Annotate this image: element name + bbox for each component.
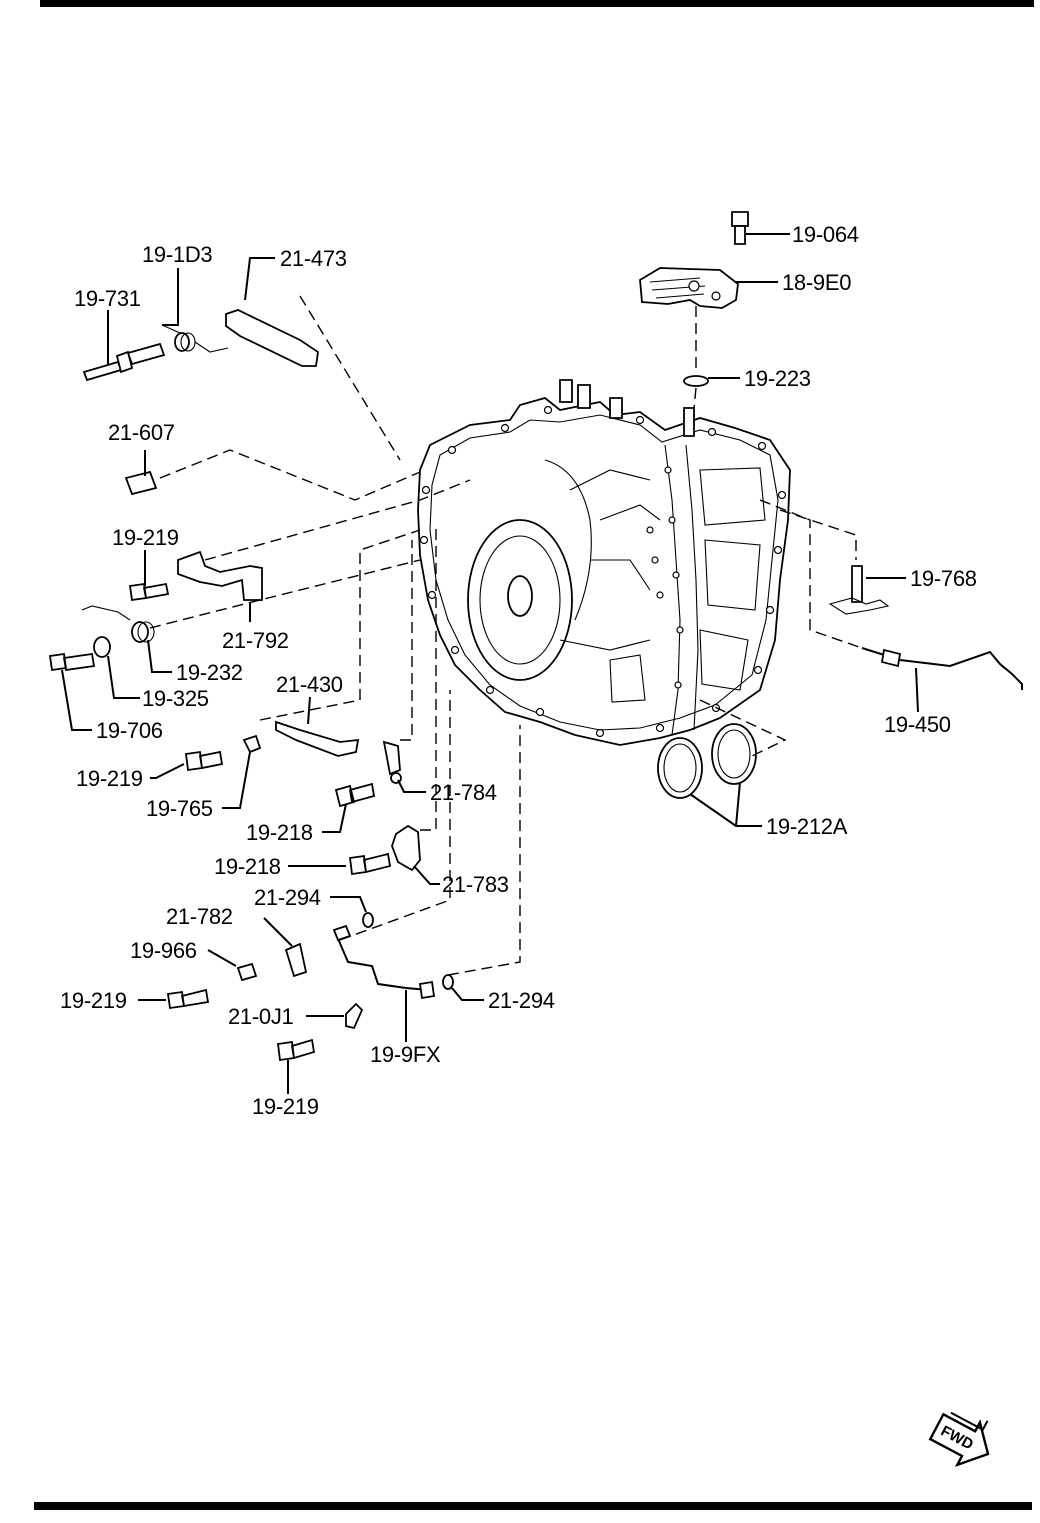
top-rule — [40, 0, 1034, 7]
label-19-232: 19-232 — [176, 660, 243, 685]
bracket-21-782 — [284, 942, 308, 978]
bolt-19-219-d — [276, 1038, 316, 1062]
bolt-19-218-b — [348, 852, 392, 876]
spring-19-232 — [81, 605, 155, 643]
assembly-guides — [149, 295, 863, 976]
pipe-19-9fx — [335, 933, 429, 991]
label-19-706: 19-706 — [96, 718, 163, 743]
label-21-430: 21-430 — [276, 672, 343, 697]
lever-21-430 — [275, 720, 360, 757]
bolt-19-219-c — [166, 988, 210, 1010]
label-19-219-c: 19-219 — [60, 988, 127, 1013]
clip-19-765 — [242, 734, 262, 754]
label-19-219-a: 19-219 — [112, 525, 179, 550]
label-21-607: 21-607 — [108, 420, 175, 445]
label-19-966: 19-966 — [130, 938, 197, 963]
label-19-1d3: 19-1D3 — [142, 242, 212, 267]
plate-21-783 — [391, 824, 421, 872]
part-labels: 19-064 18-9E0 19-223 19-1D3 21-473 19-73… — [60, 222, 977, 1119]
label-19-219-b: 19-219 — [76, 766, 143, 791]
label-19-218-b: 19-218 — [214, 854, 281, 879]
label-21-0j1: 21-0J1 — [228, 1004, 294, 1029]
label-19-731: 19-731 — [74, 286, 141, 311]
label-21-473: 21-473 — [280, 246, 347, 271]
bolt-19-218-a — [334, 782, 376, 808]
label-19-765: 19-765 — [146, 796, 213, 821]
oring-19-223 — [683, 375, 709, 387]
label-19-768: 19-768 — [910, 566, 977, 591]
leader-lines — [61, 233, 919, 1094]
label-19-9fx: 19-9FX — [370, 1042, 441, 1067]
case-bolt-holes — [419, 405, 787, 738]
label-18-9e0: 18-9E0 — [782, 270, 851, 295]
sleeve-21-607 — [124, 470, 158, 496]
bolt-19-219-a — [128, 582, 170, 602]
bracket-21-792 — [177, 550, 263, 601]
sensor-18-9e0 — [639, 267, 739, 309]
label-21-783: 21-783 — [442, 872, 509, 897]
label-19-064: 19-064 — [792, 222, 859, 247]
seal-21-294-a — [362, 912, 374, 928]
label-19-219-d: 19-219 — [252, 1094, 319, 1119]
sensor-19-768 — [828, 565, 890, 615]
transmission-case — [417, 379, 791, 746]
label-19-212a: 19-212A — [766, 814, 848, 839]
pin-19-731 — [82, 342, 166, 382]
label-21-792: 21-792 — [222, 628, 289, 653]
label-19-218-a: 19-218 — [246, 820, 313, 845]
bolt-19-706 — [48, 652, 96, 672]
bolt-19-219-b — [184, 750, 224, 772]
label-21-784: 21-784 — [430, 780, 497, 805]
bottom-rule — [34, 1502, 1032, 1510]
seal-21-294-b — [442, 974, 454, 990]
lever-21-473 — [225, 309, 319, 367]
fitting-19-966 — [236, 962, 258, 982]
label-21-782: 21-782 — [166, 904, 233, 929]
label-19-223: 19-223 — [744, 366, 811, 391]
label-21-294-a: 21-294 — [254, 885, 321, 910]
label-21-294-b: 21-294 — [488, 988, 555, 1013]
clip-21-0j1 — [345, 1002, 364, 1030]
fwd-arrow-icon: FWD — [928, 1411, 990, 1467]
bolt-19-064 — [731, 211, 749, 245]
seal-rings-19-212a — [657, 723, 757, 799]
label-19-450: 19-450 — [884, 712, 951, 737]
label-19-325: 19-325 — [142, 686, 209, 711]
bracket-21-784 — [382, 740, 401, 776]
spring-19-1d3 — [161, 324, 229, 353]
tube-19-450 — [861, 647, 1023, 690]
washer-19-325 — [93, 636, 111, 658]
